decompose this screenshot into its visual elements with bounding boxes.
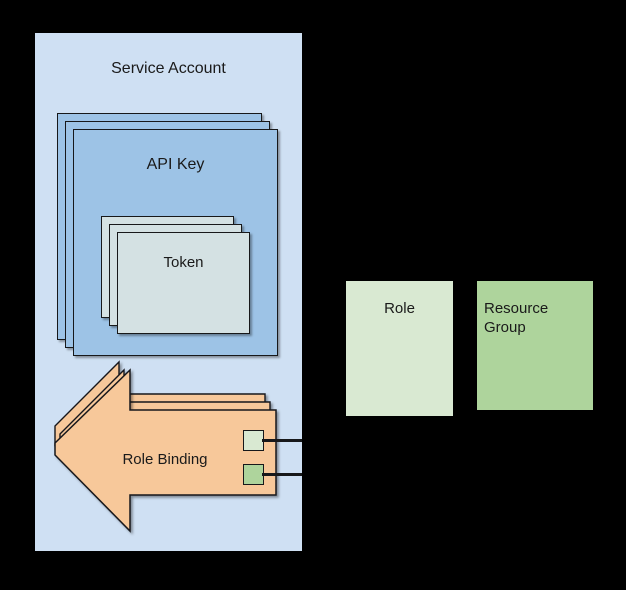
- resource-group-box[interactable]: [477, 281, 593, 410]
- connector-line-resource-group: [262, 473, 302, 476]
- role-binding-arrow-front[interactable]: [54, 368, 277, 533]
- role-binding-port-resource-group[interactable]: [243, 464, 264, 485]
- token-card-front[interactable]: [117, 232, 250, 334]
- connector-line-role: [262, 439, 302, 442]
- role-binding-port-role[interactable]: [243, 430, 264, 451]
- role-box[interactable]: [346, 281, 453, 416]
